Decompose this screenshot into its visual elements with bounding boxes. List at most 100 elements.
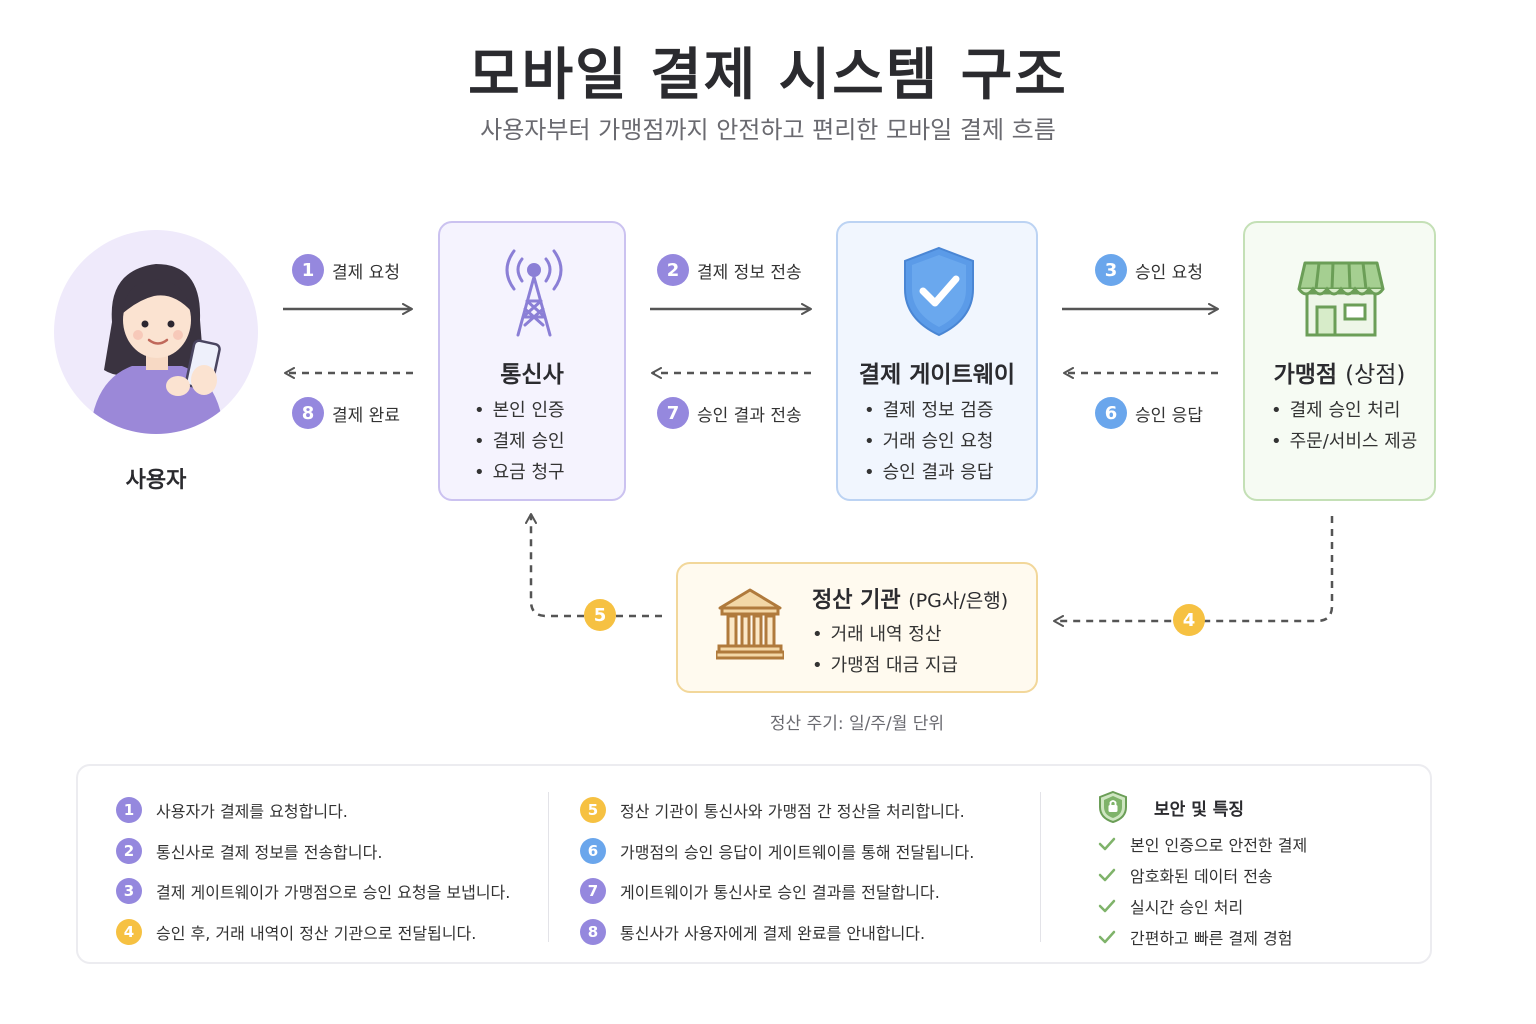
step-3-text: 승인 요청 [1135, 262, 1203, 283]
merchant-function-item: 결제 승인 처리 [1271, 395, 1417, 426]
legend-steps-column-2: 5 정산 기관이 통신사와 가맹점 간 정산을 처리합니다. 6 가맹점의 승인… [580, 790, 974, 952]
step-3-badge: 3 [1095, 254, 1127, 286]
features-title: 보안 및 특징 [1154, 799, 1245, 820]
step-7-text: 승인 결과 전송 [697, 405, 802, 426]
telecom-title: 통신사 [500, 362, 564, 388]
legend-step-5-text: 정산 기관이 통신사와 가맹점 간 정산을 처리합니다. [620, 802, 965, 822]
legend-step-5-badge: 5 [580, 797, 606, 824]
step-4-label: 4 [1173, 604, 1205, 636]
features-list: 본인 인증으로 안전한 결제 암호화된 데이터 전송 실시간 승인 처리 간편하… [1098, 828, 1307, 952]
check-icon [1098, 899, 1116, 912]
legend-step-7-badge: 7 [580, 878, 606, 905]
bank-icon [716, 588, 784, 660]
legend-step-6-badge: 6 [580, 837, 606, 864]
step-2-label: 2 결제 정보 전송 [657, 254, 802, 286]
features-section: 보안 및 특징 본인 인증으로 안전한 결제 암호화된 데이터 전송 실시간 승… [1098, 788, 1307, 952]
legend-divider [1040, 792, 1041, 942]
page-title: 모바일 결제 시스템 구조 [468, 43, 1068, 108]
feature-text: 실시간 승인 처리 [1130, 897, 1244, 917]
legend-step-item: 7 게이트웨이가 통신사로 승인 결과를 전달합니다. [580, 871, 974, 912]
gateway-title: 결제 게이트웨이 [858, 362, 1016, 388]
check-icon [1098, 930, 1116, 943]
step-5-badge: 5 [584, 599, 616, 631]
settlement-title: 정산 기관 (PG사/은행) [812, 582, 1008, 614]
shield-lock-icon [1099, 790, 1127, 824]
node-settlement: 정산 기관 (PG사/은행) 거래 내역 정산 가맹점 대금 지급 [676, 562, 1038, 693]
step-5-label: 5 [584, 599, 616, 631]
legend-step-3-text: 결제 게이트웨이가 가맹점으로 승인 요청을 보냅니다. [156, 883, 511, 903]
node-telecom: 통신사 본인 인증 결제 승인 요금 청구 [438, 221, 626, 501]
merchant-title-main: 가맹점 [1273, 362, 1338, 388]
step-6-text: 승인 응답 [1135, 405, 1203, 426]
legend-panel: 1 사용자가 결제를 요청합니다. 2 통신사로 결제 정보를 전송합니다. 3… [76, 764, 1432, 964]
feature-text: 본인 인증으로 안전한 결제 [1130, 835, 1308, 855]
legend-step-item: 3 결제 게이트웨이가 가맹점으로 승인 요청을 보냅니다. [116, 871, 510, 912]
legend-step-item: 2 통신사로 결제 정보를 전송합니다. [116, 831, 510, 872]
legend-step-1-text: 사용자가 결제를 요청합니다. [156, 802, 348, 822]
settlement-title-suffix: (PG사/은행) [908, 590, 1009, 612]
step-4-badge: 4 [1173, 604, 1205, 636]
check-icon [1098, 868, 1116, 881]
settlement-function-item: 가맹점 대금 지급 [812, 650, 958, 681]
node-merchant: 가맹점 (상점) 결제 승인 처리 주문/서비스 제공 [1243, 221, 1436, 501]
telecom-function-item: 결제 승인 [474, 426, 565, 457]
merchant-function-item: 주문/서비스 제공 [1271, 426, 1418, 457]
legend-step-4-text: 승인 후, 거래 내역이 정산 기관으로 전달됩니다. [156, 923, 477, 943]
settlement-cycle-note: 정산 주기: 일/주/월 단위 [769, 714, 945, 734]
legend-step-4-badge: 4 [116, 918, 142, 945]
step-1-badge: 1 [292, 254, 324, 286]
telecom-function-item: 요금 청구 [474, 457, 565, 488]
storefront-icon [1297, 261, 1385, 337]
settlement-function-item: 거래 내역 정산 [812, 619, 958, 650]
check-icon [1098, 837, 1116, 850]
gateway-function-item: 승인 결과 응답 [864, 457, 994, 488]
step-2-badge: 2 [657, 254, 689, 286]
telecom-functions: 본인 인증 결제 승인 요금 청구 [474, 395, 565, 488]
legend-step-item: 6 가맹점의 승인 응답이 게이트웨이를 통해 전달됩니다. [580, 831, 974, 872]
legend-step-8-text: 통신사가 사용자에게 결제 완료를 안내합니다. [620, 923, 926, 943]
step-3-label: 3 승인 요청 [1095, 254, 1203, 286]
user-label: 사용자 [125, 468, 187, 493]
legend-step-1-badge: 1 [116, 797, 142, 824]
merchant-title-suffix: (상점) [1345, 362, 1406, 388]
user-avatar [54, 230, 258, 434]
legend-step-item: 4 승인 후, 거래 내역이 정산 기관으로 전달됩니다. [116, 912, 510, 953]
feature-item: 간편하고 빠른 결제 경험 [1098, 921, 1307, 952]
legend-step-6-text: 가맹점의 승인 응답이 게이트웨이를 통해 전달됩니다. [620, 842, 975, 862]
telecom-function-item: 본인 인증 [474, 395, 565, 426]
legend-step-2-badge: 2 [116, 837, 142, 864]
step-1-label: 1 결제 요청 [292, 254, 400, 286]
feature-item: 실시간 승인 처리 [1098, 890, 1307, 921]
legend-step-item: 5 정산 기관이 통신사와 가맹점 간 정산을 처리합니다. [580, 790, 974, 831]
feature-item: 암호화된 데이터 전송 [1098, 859, 1307, 890]
step-8-text: 결제 완료 [332, 405, 400, 426]
features-header: 보안 및 특징 [1098, 788, 1307, 826]
merchant-functions: 결제 승인 처리 주문/서비스 제공 [1271, 395, 1418, 457]
merchant-title: 가맹점 (상점) [1245, 355, 1434, 389]
legend-divider [548, 792, 549, 942]
legend-step-item: 8 통신사가 사용자에게 결제 완료를 안내합니다. [580, 912, 974, 953]
step-2-text: 결제 정보 전송 [697, 262, 802, 283]
cell-tower-icon [505, 249, 563, 337]
legend-step-8-badge: 8 [580, 918, 606, 945]
legend-step-7-text: 게이트웨이가 통신사로 승인 결과를 전달합니다. [620, 883, 940, 903]
feature-item: 본인 인증으로 안전한 결제 [1098, 828, 1307, 859]
feature-text: 간편하고 빠른 결제 경험 [1130, 928, 1293, 948]
step-1-text: 결제 요청 [332, 262, 400, 283]
step-7-label: 7 승인 결과 전송 [657, 397, 802, 429]
settlement-title-main: 정산 기관 [812, 588, 901, 613]
settlement-functions: 거래 내역 정산 가맹점 대금 지급 [812, 619, 958, 681]
feature-text: 암호화된 데이터 전송 [1130, 866, 1273, 886]
shield-check-icon [904, 246, 974, 337]
user-with-phone-illustration [90, 264, 224, 434]
step-7-badge: 7 [657, 397, 689, 429]
legend-step-3-badge: 3 [116, 878, 142, 905]
step-6-badge: 6 [1095, 397, 1127, 429]
step-6-label: 6 승인 응답 [1095, 397, 1203, 429]
page-subtitle: 사용자부터 가맹점까지 안전하고 편리한 모바일 결제 흐름 [480, 116, 1056, 144]
step-8-label: 8 결제 완료 [292, 397, 400, 429]
gateway-function-item: 결제 정보 검증 [864, 395, 994, 426]
step-8-badge: 8 [292, 397, 324, 429]
node-gateway: 결제 게이트웨이 결제 정보 검증 거래 승인 요청 승인 결과 응답 [836, 221, 1038, 501]
